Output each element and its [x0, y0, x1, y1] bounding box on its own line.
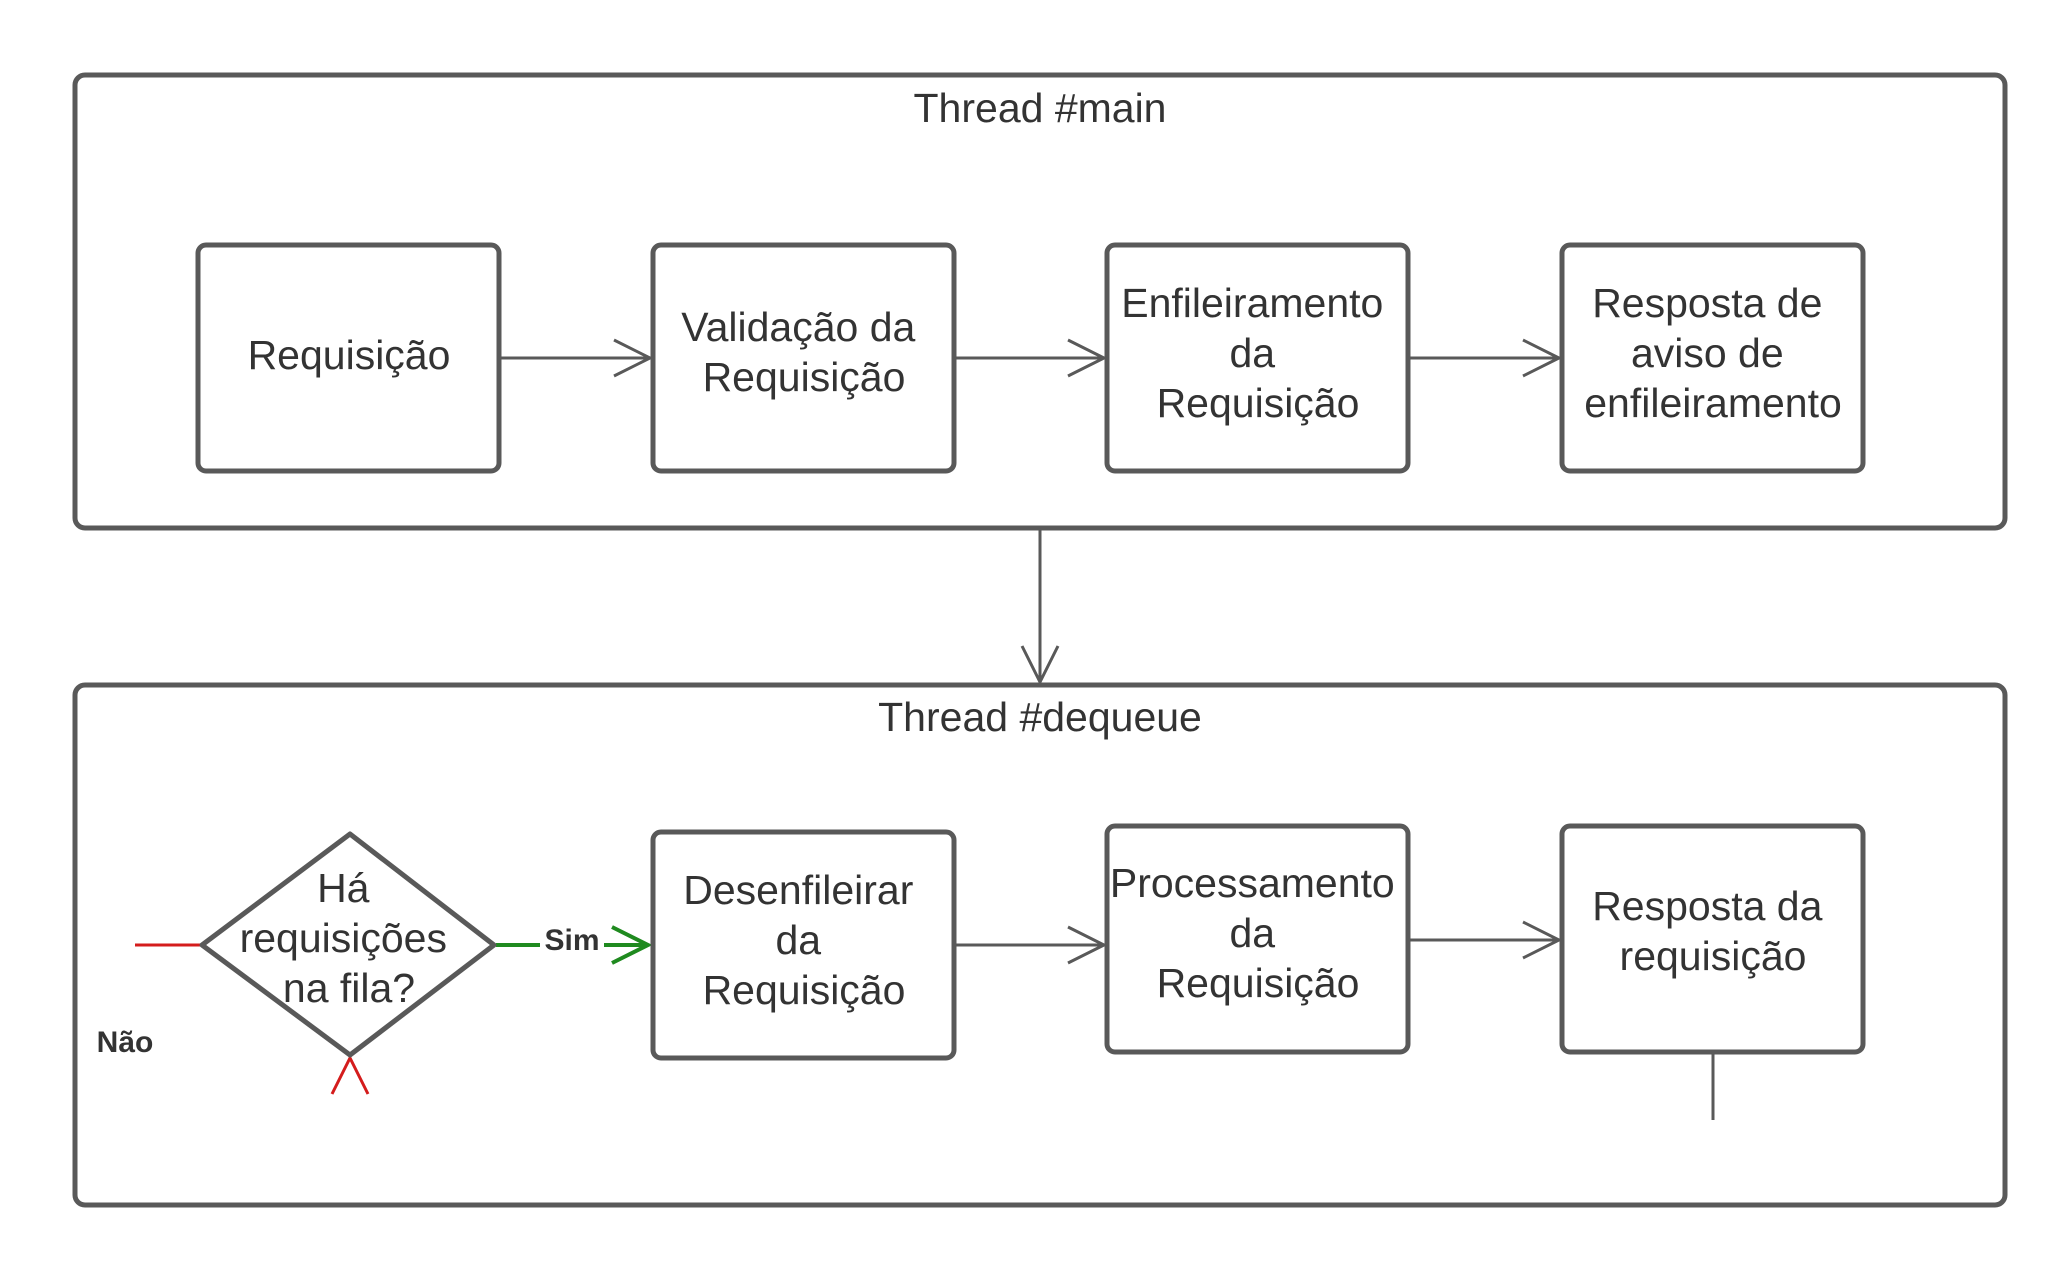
connector-enfileiramento-to-resposta-aviso — [1410, 338, 1563, 378]
node-processamento-line-2: da — [1229, 910, 1275, 956]
connector-nao-loop: Não — [84, 943, 370, 1095]
node-enfileiramento-line-2: da — [1229, 330, 1275, 376]
node-decisao-line-3: na fila? — [283, 965, 415, 1011]
node-enfileiramento-line-1: Enfileiramento — [1121, 280, 1383, 326]
node-processamento: Processamento da Requisição — [1104, 823, 1411, 1055]
node-decisao-line-1: Há — [317, 865, 370, 911]
node-resposta-requisicao: Resposta da requisição — [1559, 823, 1866, 1055]
node-processamento-line-3: Requisição — [1157, 960, 1360, 1006]
thread-main-title: Thread #main — [914, 85, 1167, 131]
node-resposta-aviso-line-1: Resposta de — [1592, 280, 1822, 326]
svg-text:Há requisições na: Há requisições na fila? — [240, 865, 459, 1011]
svg-text:Resposta da requisição: Resposta da requisição — [1592, 883, 1834, 979]
svg-text:Desenfileirar da R: Desenfileirar da Requisição — [683, 867, 925, 1013]
node-decisao-line-2: requisições — [240, 915, 447, 961]
node-requisicao-line-1: Requisição — [248, 332, 451, 378]
sim-label: Sim — [544, 924, 599, 957]
node-resposta-requisicao-line-2: requisição — [1620, 933, 1807, 979]
connector-processamento-to-resposta-requisicao — [1410, 920, 1563, 960]
node-validacao: Validação da Requisição — [650, 242, 957, 474]
svg-text:Requisição: Requisição — [248, 332, 451, 378]
node-requisicao: Requisição — [195, 242, 502, 474]
node-enfileiramento: Enfileiramento da Requisição — [1104, 242, 1411, 474]
node-resposta-aviso-line-3: enfileiramento — [1584, 380, 1842, 426]
svg-text:Processamento da R: Processamento da Requisição — [1110, 860, 1406, 1006]
connector-requisicao-to-validacao — [501, 338, 654, 378]
connector-desenfileirar-to-processamento — [956, 925, 1108, 965]
svg-text:Validação da Requisição: Validação da Requisição — [681, 304, 926, 400]
node-desenfileirar-line-2: da — [775, 917, 821, 963]
node-processamento-line-1: Processamento — [1110, 860, 1395, 906]
node-validacao-line-1: Validação da — [681, 304, 915, 350]
node-desenfileirar-line-1: Desenfileirar — [683, 867, 913, 913]
connector-sim: Sim — [496, 924, 653, 965]
node-desenfileirar-line-3: Requisição — [703, 967, 906, 1013]
thread-dequeue-title: Thread #dequeue — [878, 694, 1202, 740]
node-resposta-requisicao-line-1: Resposta da — [1592, 883, 1822, 929]
connector-main-to-dequeue — [1020, 528, 1060, 686]
node-decisao: Há requisições na fila? — [199, 831, 497, 1058]
node-validacao-line-2: Requisição — [703, 354, 906, 400]
svg-text:Resposta de aviso de: Resposta de aviso de enfileiramento — [1584, 280, 1842, 426]
node-enfileiramento-line-3: Requisição — [1157, 380, 1360, 426]
node-desenfileirar: Desenfileirar da Requisição — [650, 829, 957, 1061]
svg-text:Enfileiramento da: Enfileiramento da Requisição — [1121, 280, 1394, 426]
node-resposta-aviso-line-2: aviso de — [1631, 330, 1784, 376]
nao-label: Não — [97, 1026, 154, 1059]
node-resposta-aviso: Resposta de aviso de enfileiramento — [1559, 242, 1866, 474]
connector-validacao-to-enfileiramento — [956, 338, 1108, 378]
